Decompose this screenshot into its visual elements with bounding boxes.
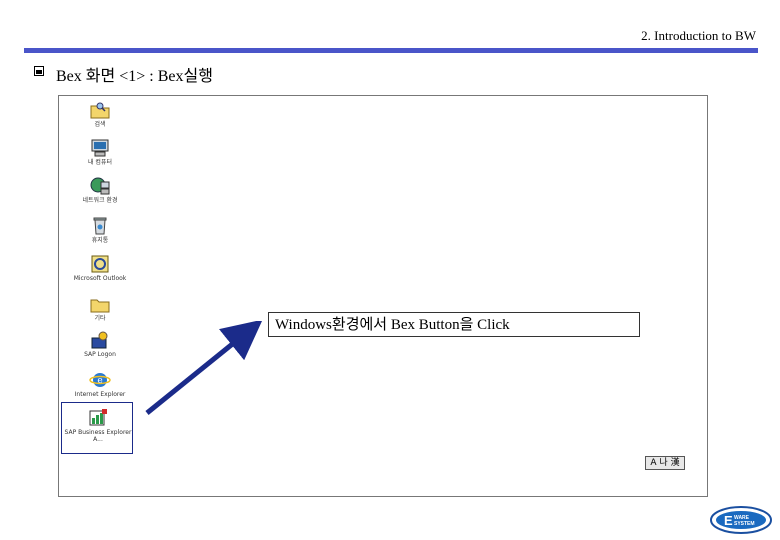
section-title: 2. Introduction to BW: [641, 28, 756, 43]
icon-label: 기타: [94, 315, 106, 322]
svg-text:WARE: WARE: [734, 515, 750, 521]
network-icon: [90, 177, 110, 195]
desktop-icon-search[interactable]: 검색: [65, 100, 135, 128]
pointer-arrow: [145, 321, 263, 415]
icon-label: 검색: [94, 121, 106, 128]
svg-text:SYSTEM: SYSTEM: [734, 521, 755, 527]
sap-bex-analyzer-icon: [89, 409, 107, 426]
desktop-icon-sap-bex-analyzer[interactable]: SAP Business Explorer A...: [63, 408, 133, 443]
desktop-icon-recycle-bin[interactable]: 휴지통: [65, 216, 135, 244]
internet-explorer-icon: e: [89, 373, 111, 387]
ime-indicator[interactable]: A 나 漢: [645, 456, 685, 470]
desktop-screenshot: 검색 내 컴퓨터 네트워크 환경 휴지통 Microsoft Outlook: [58, 95, 708, 497]
icon-label: Internet Explorer: [74, 391, 126, 398]
bullet-icon: [34, 66, 44, 76]
svg-text:E: E: [724, 513, 733, 528]
icon-label: SAP Logon: [84, 351, 116, 358]
icon-label: Microsoft Outlook: [73, 275, 127, 282]
icon-label: 내 컴퓨터: [88, 159, 112, 166]
desktop-icon-folder[interactable]: 기타: [65, 294, 135, 322]
instruction-callout: Windows환경에서 Bex Button을 Click: [268, 312, 640, 337]
icon-label: 휴지통: [91, 237, 109, 244]
desktop-icon-sap-logon[interactable]: SAP Logon: [65, 330, 135, 358]
sap-logon-icon: [91, 331, 108, 349]
desktop-icon-network[interactable]: 네트워크 환경: [65, 176, 135, 204]
selected-icon-highlight: [61, 402, 133, 454]
svg-text:e: e: [97, 376, 102, 386]
header-rule: [24, 48, 758, 53]
folder-search-icon: [90, 102, 110, 119]
slide-title: Bex 화면 <1> : Bex실행: [56, 68, 213, 85]
recycle-bin-icon: [93, 217, 107, 235]
desktop-icon-internet-explorer[interactable]: e Internet Explorer: [65, 370, 135, 398]
desktop-icon-my-computer[interactable]: 내 컴퓨터: [65, 138, 135, 166]
icon-label: SAP Business Explorer A...: [64, 429, 132, 443]
eware-logo: E WARE SYSTEM: [710, 506, 772, 534]
desktop-icon-outlook[interactable]: Microsoft Outlook: [65, 254, 135, 282]
outlook-icon: [91, 255, 109, 273]
folder-icon: [90, 299, 110, 313]
my-computer-icon: [91, 139, 109, 157]
icon-label: 네트워크 환경: [82, 197, 118, 204]
